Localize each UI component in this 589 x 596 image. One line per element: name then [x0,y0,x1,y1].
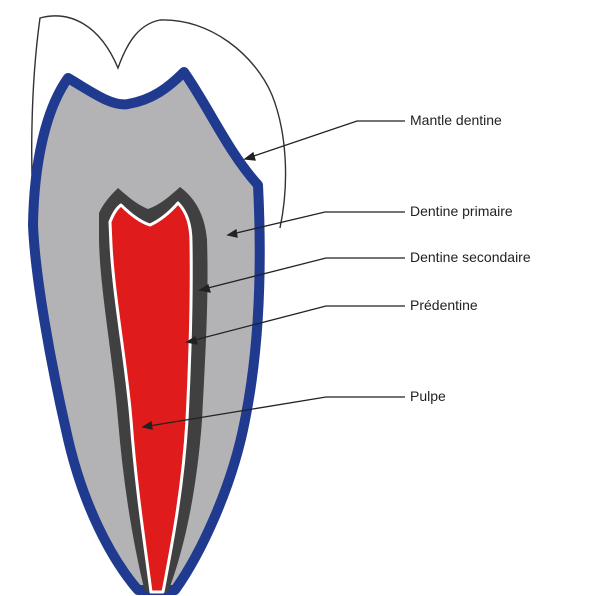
label-pulpe: Pulpe [410,388,446,404]
leader-line-mantle [245,121,405,160]
label-mantle-dentine: Mantle dentine [410,112,502,128]
label-dentine-primaire: Dentine primaire [410,203,513,219]
label-predentine: Prédentine [410,297,478,313]
label-dentine-secondaire: Dentine secondaire [410,249,531,265]
